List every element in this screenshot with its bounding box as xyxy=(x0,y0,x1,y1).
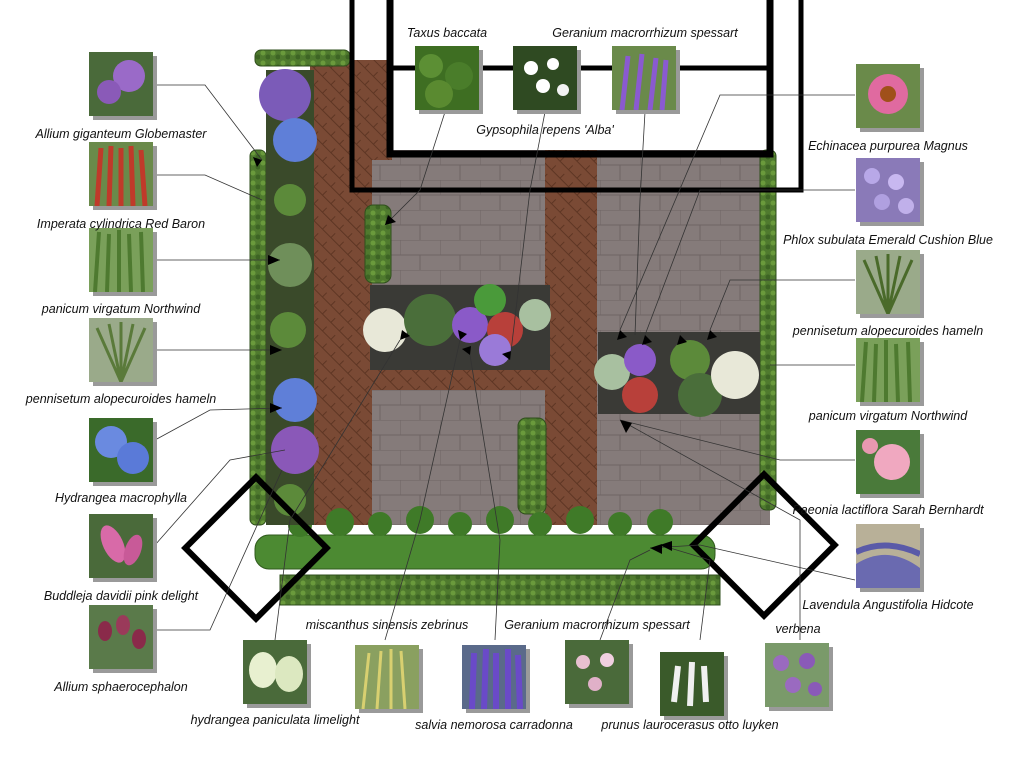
thumb-panicum-right xyxy=(856,338,920,402)
leader-lines xyxy=(154,84,856,641)
thumb-lavandula xyxy=(856,524,920,588)
thumb-allium-giganteum xyxy=(89,52,153,116)
label-allium-sphaerocephalon: Allium sphaerocephalon xyxy=(54,680,188,694)
label-taxus-baccata: Taxus baccata xyxy=(406,26,488,40)
thumb-pennisetum-left xyxy=(89,318,153,382)
label-prunus: prunus laurocerasus otto luyken xyxy=(601,718,779,732)
label-imperata: Imperata cylindrica Red Baron xyxy=(36,217,206,231)
label-buddleja: Buddleja davidii pink delight xyxy=(43,589,199,603)
thumb-geranium-top xyxy=(612,46,676,110)
label-miscanthus: miscanthus sinensis zebrinus xyxy=(305,618,469,632)
label-hydrangea-paniculata: hydrangea paniculata limelight xyxy=(190,713,360,727)
thumb-geranium-bottom xyxy=(565,640,629,704)
brick-path-center xyxy=(372,370,597,390)
label-verbena: verbena xyxy=(775,622,821,636)
label-lavandula: Lavendula Angustifolia Hidcote xyxy=(802,598,974,612)
frame-top-outer xyxy=(349,0,804,193)
thumb-allium-sphaerocephalon xyxy=(89,605,153,669)
thumb-prunus xyxy=(660,652,724,716)
hedge-bottom xyxy=(279,574,721,606)
thumb-verbena xyxy=(765,643,829,707)
hedge-column-center xyxy=(517,417,547,515)
label-geranium-bottom: Geranium macrorrhizum spessart xyxy=(504,618,690,632)
thumb-imperata xyxy=(89,142,153,206)
brick-path-left xyxy=(310,60,372,525)
arrow-markers xyxy=(253,157,717,554)
label-pennisetum-left: pennisetum alopecuroides hameln xyxy=(25,392,217,406)
label-salvia: salvia nemorosa carradonna xyxy=(415,718,573,732)
label-geranium-top: Geranium macrorrhizum spessart xyxy=(552,26,738,40)
label-paeonia: Paeonia lactiflora Sarah Bernhardt xyxy=(792,503,984,517)
thumb-phlox xyxy=(856,158,920,222)
label-gypsophila: Gypsophila repens 'Alba' xyxy=(476,123,614,137)
label-echinacea: Echinacea purpurea Magnus xyxy=(808,139,968,153)
label-panicum-right: panicum virgatum Northwind xyxy=(808,409,968,423)
thumb-hydrangea-macrophylla xyxy=(89,418,153,482)
thumb-gypsophila-alba xyxy=(513,46,577,110)
label-hydrangea-macrophylla: Hydrangea macrophylla xyxy=(54,491,188,505)
thumb-hydrangea-paniculata xyxy=(243,640,307,704)
label-phlox: Phlox subulata Emerald Cushion Blue xyxy=(783,233,993,247)
frame-diamond-right xyxy=(689,470,839,620)
brick-path-middle xyxy=(545,150,597,525)
label-panicum-left: panicum virgatum Northwind xyxy=(41,302,201,316)
thumb-panicum-left xyxy=(89,228,153,292)
thumb-taxus-baccata xyxy=(415,46,479,110)
label-allium-giganteum: Allium giganteum Globemaster xyxy=(35,127,207,141)
hedge-left xyxy=(249,149,267,526)
hedge-column-left xyxy=(364,204,392,284)
frame-top-inner xyxy=(386,0,774,158)
thumb-salvia xyxy=(462,645,526,709)
left-bed-plants xyxy=(259,69,319,516)
center-bed-plants xyxy=(363,284,551,366)
hedge-bottom-row xyxy=(254,534,716,570)
hedge-top-left xyxy=(254,49,351,67)
label-pennisetum-right: pennisetum alopecuroides hameln xyxy=(792,324,984,338)
right-bed-plants xyxy=(594,340,759,417)
thumb-paeonia xyxy=(856,430,920,494)
thumb-miscanthus xyxy=(355,645,419,709)
thumb-echinacea xyxy=(856,64,920,128)
frame-diamond-left xyxy=(181,473,331,623)
thumb-buddleja xyxy=(89,514,153,578)
shrub-row-bottom xyxy=(288,506,673,537)
thumb-pennisetum-right xyxy=(856,250,920,314)
